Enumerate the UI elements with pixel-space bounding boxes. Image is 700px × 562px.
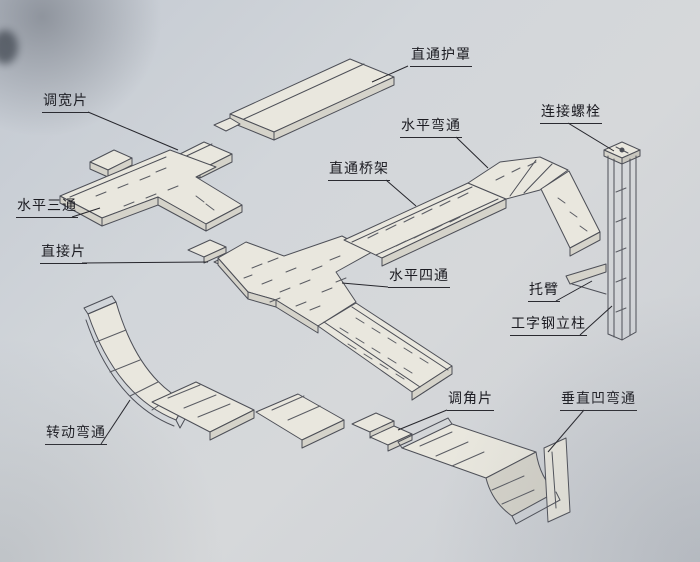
horizontal-elbow-part xyxy=(467,156,601,257)
leader-straight-tray xyxy=(385,179,417,207)
leader-rotating-elbow xyxy=(100,399,131,445)
leader-horizontal-cross xyxy=(341,282,389,288)
label-angle-adjust-plate: 调角片 xyxy=(447,391,494,412)
label-connecting-bolt: 连接螺栓 xyxy=(540,104,602,125)
horizontal-cross-part xyxy=(217,235,373,334)
leader-i-beam-column xyxy=(579,305,613,336)
leader-lines xyxy=(71,65,615,453)
horizontal-tee-part xyxy=(59,149,243,232)
label-vertical-concave-elbow: 垂直凹弯通 xyxy=(560,391,637,412)
label-straight-tray: 直通桥架 xyxy=(328,161,390,182)
down-branch-tray-part xyxy=(317,302,453,401)
straight-cover-part xyxy=(213,58,395,141)
straight-tray-part xyxy=(343,182,507,267)
leader-horizontal-tee xyxy=(71,207,101,218)
label-straight-cover: 直通护罩 xyxy=(410,47,472,68)
leader-connecting-bolt xyxy=(567,122,615,152)
support-arm-part xyxy=(565,263,607,295)
angle-plates-part xyxy=(351,412,413,452)
label-horizontal-elbow: 水平弯通 xyxy=(400,118,462,139)
leader-connector-plate xyxy=(81,261,209,264)
bottom-tray-1-part xyxy=(151,381,255,441)
label-support-arm: 托臂 xyxy=(528,282,560,303)
leader-straight-cover xyxy=(371,65,409,83)
label-horizontal-tee: 水平三通 xyxy=(16,198,78,219)
leader-angle-adjust-plate xyxy=(397,409,448,431)
label-connector-plate: 直接片 xyxy=(40,244,87,265)
label-horizontal-cross: 水平四通 xyxy=(388,268,450,289)
label-i-beam-column: 工字钢立柱 xyxy=(510,316,587,337)
leader-horizontal-elbow xyxy=(455,136,489,169)
label-rotating-elbow: 转动弯通 xyxy=(45,425,107,446)
bottom-tray-2-part xyxy=(255,393,345,449)
label-width-adjust-plate: 调宽片 xyxy=(42,93,89,114)
vertical-concave-elbow-part xyxy=(397,417,571,525)
i-beam-column-part xyxy=(603,141,641,341)
leader-width-adjust-plate xyxy=(87,111,179,151)
leader-vertical-concave-elbow xyxy=(547,409,585,453)
scan-smudge xyxy=(0,30,18,64)
leader-support-arm xyxy=(555,280,593,302)
